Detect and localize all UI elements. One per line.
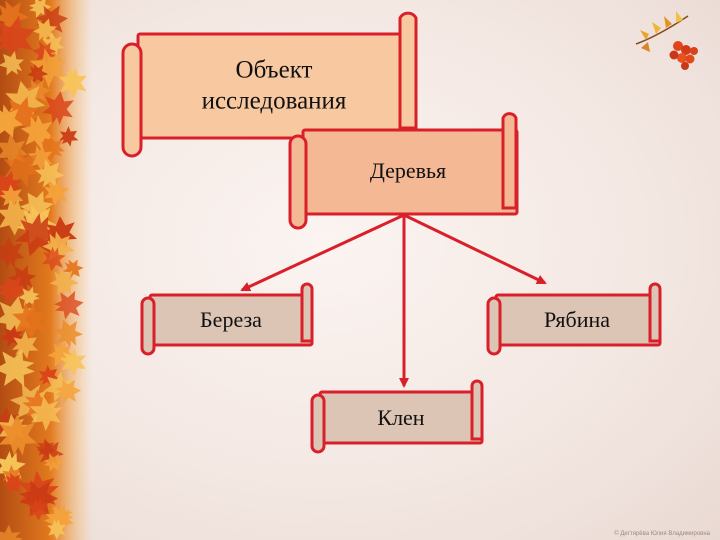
category-label: Деревья bbox=[370, 158, 446, 183]
child-label-rowan: Рябина bbox=[544, 307, 610, 332]
arrow-to-rowan bbox=[403, 213, 547, 285]
autumn-leaves-border bbox=[0, 0, 92, 540]
root-scroll: Объект исследования bbox=[121, 11, 418, 158]
child-scroll-maple: Клен bbox=[310, 379, 484, 454]
child-scroll-rowan: Рябина bbox=[486, 282, 662, 356]
child-scroll-birch: Береза bbox=[140, 282, 314, 356]
root-label-line2: исследования bbox=[202, 88, 347, 115]
arrow-to-birch bbox=[240, 213, 405, 292]
child-label-maple: Клен bbox=[377, 405, 424, 430]
author-credit: © Дегтярёва Юлия Владимировна bbox=[614, 531, 710, 537]
root-label-line1: Объект bbox=[236, 57, 313, 84]
child-label-birch: Береза bbox=[200, 307, 262, 332]
rowan-branch-icon bbox=[635, 11, 698, 70]
category-scroll: Деревья bbox=[288, 112, 519, 230]
